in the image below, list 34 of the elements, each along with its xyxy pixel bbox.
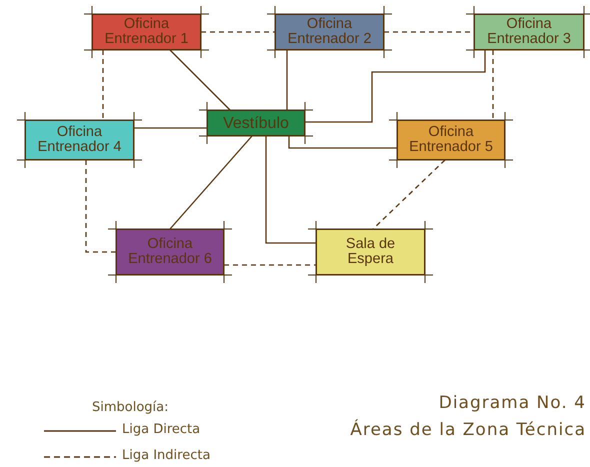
connector-line	[265, 136, 316, 244]
room-label: Oficina Entrenador 4	[36, 125, 122, 155]
room-box	[207, 110, 305, 136]
connector-line	[305, 50, 486, 123]
connector-line	[102, 50, 104, 120]
connector-line	[492, 50, 494, 120]
connector-line	[372, 160, 446, 230]
room-box	[316, 229, 425, 275]
connector-line	[201, 31, 275, 33]
room-label: Sala de Espera	[344, 237, 396, 267]
connector-line	[170, 136, 252, 230]
room-label: Vestíbulo	[223, 116, 289, 130]
connector-line	[288, 136, 397, 149]
connector-line	[134, 127, 207, 129]
diagram-caption: Áreas de la Zona Técnica	[350, 420, 586, 440]
room-box	[397, 120, 505, 160]
room-label: Oficina Entrenador 5	[408, 125, 494, 155]
room-box	[275, 14, 384, 50]
connector-line	[286, 50, 288, 110]
room-box	[474, 14, 584, 50]
room-box	[92, 14, 201, 50]
diagram-title: Diagrama No. 4	[438, 393, 586, 413]
connector-line	[85, 160, 116, 253]
legend-heading: Simbología:	[92, 400, 169, 415]
connector-line	[170, 50, 230, 110]
room-box	[25, 120, 134, 160]
legend-label: Liga Directa	[122, 422, 200, 437]
room-label: Oficina Entrenador 6	[127, 237, 213, 267]
connector-line	[224, 264, 316, 266]
room-box	[116, 229, 224, 275]
room-label: Oficina Entrenador 2	[286, 17, 372, 47]
room-label: Oficina Entrenador 1	[104, 17, 190, 47]
legend-label: Liga Indirecta	[122, 448, 210, 463]
room-label: Oficina Entrenador 3	[486, 17, 572, 47]
